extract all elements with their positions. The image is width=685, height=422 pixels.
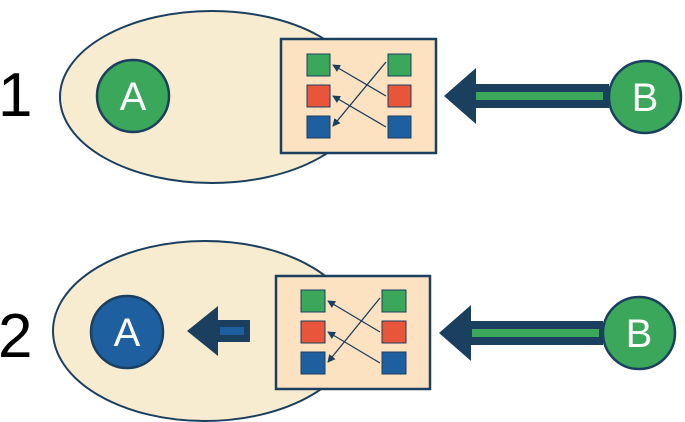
node-b-label: B: [632, 76, 659, 120]
left-green-square: [300, 289, 326, 313]
inbound-arrow: [439, 305, 603, 361]
outbound-arrow: [187, 306, 250, 356]
left-green-square: [306, 53, 331, 77]
left-blue-square: [300, 351, 326, 375]
step-1: 1 A B: [0, 10, 683, 184]
node-a-circle: [89, 294, 165, 370]
mapping-arrow: [332, 61, 387, 127]
arrow-stripe: [472, 329, 599, 337]
arrow-head: [187, 306, 218, 356]
node-a-label: A: [114, 311, 141, 355]
node-a: A: [89, 294, 165, 370]
right-green-square: [381, 289, 407, 313]
left-red-square: [300, 320, 326, 344]
arrow-head: [444, 68, 476, 124]
inbound-arrow: [444, 68, 609, 124]
arrow-head: [439, 305, 471, 361]
mapping-panel: [274, 274, 432, 391]
left-red-square: [306, 84, 331, 108]
mapping-arrow: [332, 64, 387, 97]
right-blue-square: [381, 351, 407, 375]
step-number: 1: [0, 61, 32, 130]
arrow-stripe: [220, 327, 244, 335]
mapping-arrow: [327, 300, 381, 333]
arrow-stripe: [476, 92, 603, 100]
mapping-arrow: [327, 331, 381, 364]
mapping-arrow: [332, 95, 387, 128]
node-b-circle: [607, 59, 683, 135]
mapping-panel: [279, 37, 438, 155]
left-blue-square: [306, 115, 331, 139]
node-b: B: [601, 295, 677, 371]
right-blue-square: [387, 115, 412, 139]
right-red-square: [381, 320, 407, 344]
node-a: A: [95, 58, 171, 134]
node-a-circle: [95, 58, 171, 134]
node-a-label: A: [120, 75, 147, 119]
step-2: 2 A B: [0, 240, 677, 422]
step-number: 2: [0, 302, 32, 371]
node-b-label: B: [626, 312, 653, 356]
node-b: B: [607, 59, 683, 135]
panel-frame: [274, 274, 432, 391]
right-green-square: [387, 53, 412, 77]
right-red-square: [387, 84, 412, 108]
node-b-circle: [601, 295, 677, 371]
mapping-arrow: [327, 297, 381, 363]
